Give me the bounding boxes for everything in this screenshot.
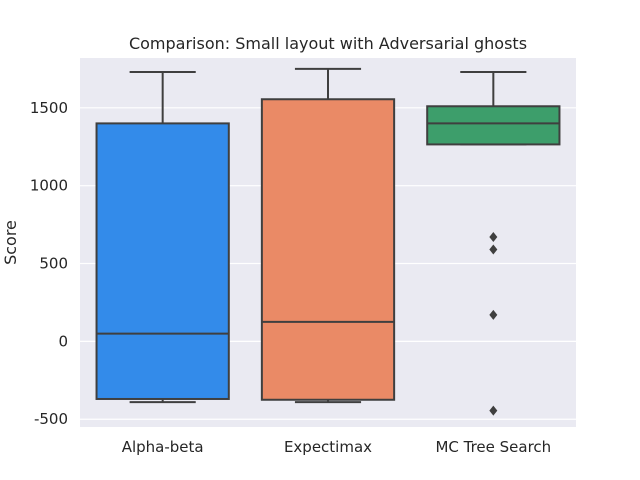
x-axis-ticks: Alpha-beta Expectimax MC Tree Search — [122, 438, 551, 456]
x-tick-label: Expectimax — [284, 438, 372, 456]
y-axis-label: Score — [1, 220, 20, 265]
chart-title: Comparison: Small layout with Adversaria… — [129, 34, 527, 53]
y-axis-ticks: -500 0 500 1000 1500 — [30, 99, 68, 428]
outlier-point — [489, 244, 498, 255]
outlier-point — [489, 232, 498, 243]
y-tick-label: -500 — [34, 410, 68, 428]
y-tick-label: 500 — [39, 255, 68, 273]
outlier-point — [489, 405, 498, 416]
y-tick-label: 1000 — [30, 177, 68, 195]
x-tick-label: MC Tree Search — [435, 438, 551, 456]
box-1 — [260, 98, 396, 401]
box-0 — [95, 122, 230, 400]
box-series — [95, 67, 561, 416]
y-tick-label: 0 — [58, 332, 68, 350]
x-tick-label: Alpha-beta — [122, 438, 204, 456]
outlier-point — [489, 309, 498, 320]
box-2 — [426, 105, 561, 146]
y-tick-label: 1500 — [30, 99, 68, 117]
